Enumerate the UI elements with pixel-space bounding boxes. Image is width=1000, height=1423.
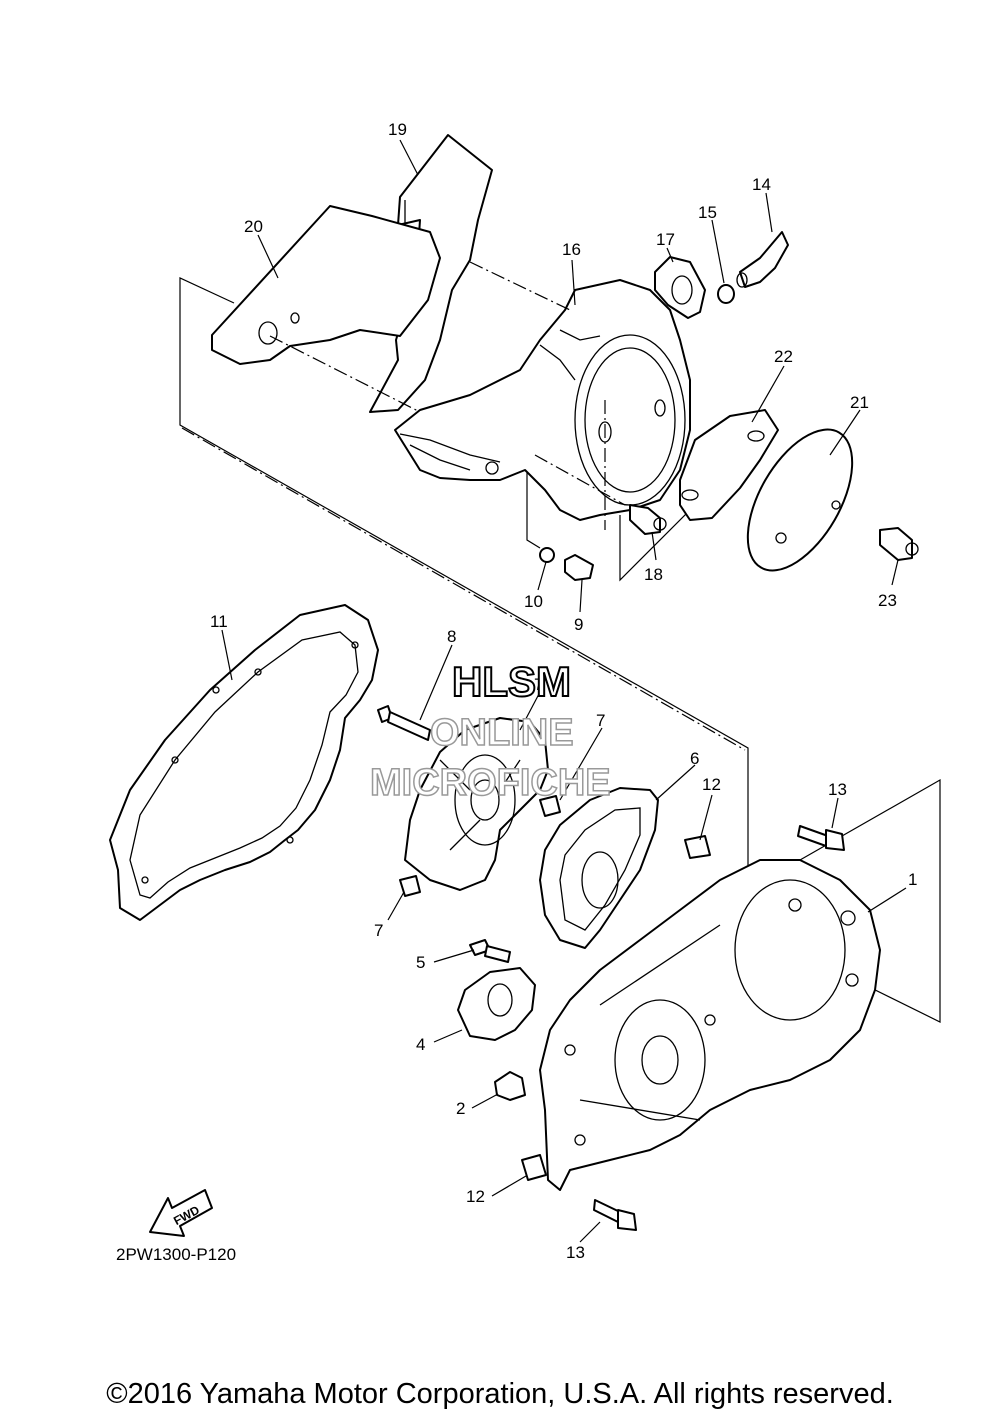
part-1-crankcase-cover[interactable] — [539, 859, 881, 1191]
part-18-screw[interactable] — [629, 504, 667, 535]
part-22-plate[interactable] — [679, 409, 779, 521]
part-3-pump-body[interactable] — [404, 717, 549, 891]
callout-3: 7 — [534, 675, 543, 694]
callout-18: 18 — [644, 565, 663, 584]
callout-13-upper: 13 — [828, 780, 847, 799]
part-9-plug[interactable] — [564, 554, 594, 581]
part-7-dowel-upper[interactable] — [539, 795, 561, 817]
watermark-line-3: MICROFICHE — [370, 762, 611, 804]
watermark: HLSM ONLINE MICROFICHE — [369, 657, 611, 805]
part-7-dowel-lower[interactable] — [399, 875, 421, 897]
watermark-line-2: ONLINE — [430, 712, 574, 754]
part-4-plate[interactable] — [457, 967, 536, 1041]
watermark-line-1: HLSM — [452, 658, 571, 705]
part-12-dowel-lower[interactable] — [521, 1154, 547, 1181]
callout-labels: 19 20 16 17 15 14 22 21 23 18 10 9 11 8 … — [210, 120, 917, 1262]
callout-6: 6 — [690, 749, 699, 768]
callout-16: 16 — [562, 240, 581, 259]
part-14-plug[interactable] — [736, 231, 789, 288]
diagram-code: 2PW1300-P120 — [116, 1245, 237, 1264]
callout-22: 22 — [774, 347, 793, 366]
callout-5: 5 — [416, 953, 425, 972]
callout-4: 4 — [416, 1035, 425, 1054]
callout-10: 10 — [524, 592, 543, 611]
part-13-bolt-lower[interactable] — [593, 1199, 637, 1231]
part-13-bolt-upper[interactable] — [797, 825, 845, 851]
part-17-cap[interactable] — [654, 256, 706, 319]
callout-11: 11 — [210, 612, 228, 631]
part-11-gasket[interactable] — [109, 604, 379, 921]
callout-12-lower: 12 — [466, 1187, 485, 1206]
part-6-gasket[interactable] — [539, 787, 659, 949]
callout-8: 8 — [447, 627, 456, 646]
part-15-o-ring[interactable] — [717, 284, 735, 304]
callout-1: 1 — [908, 870, 917, 889]
callout-13-lower: 13 — [566, 1243, 585, 1262]
part-21-gasket[interactable] — [726, 412, 873, 587]
callout-23: 23 — [878, 591, 897, 610]
callout-7-lower: 7 — [374, 921, 383, 940]
part-10-o-ring[interactable] — [539, 547, 555, 563]
part-5-bolt[interactable] — [469, 939, 511, 963]
part-2-plug[interactable] — [494, 1071, 526, 1101]
callout-14: 14 — [752, 175, 771, 194]
callout-20: 20 — [244, 217, 263, 236]
part-12-dowel-upper[interactable] — [684, 835, 711, 859]
callout-17: 17 — [656, 230, 675, 249]
copyright-notice: ©2016 Yamaha Motor Corporation, U.S.A. A… — [106, 1378, 894, 1410]
callout-12-upper: 12 — [702, 775, 721, 794]
callout-9: 9 — [574, 615, 583, 634]
callout-19: 19 — [388, 120, 407, 139]
part-8-bolt[interactable] — [377, 705, 431, 741]
part-23-screw[interactable] — [879, 527, 919, 561]
fwd-arrow-icon: FWD — [149, 1189, 213, 1237]
assembly-bracket-lines — [179, 277, 941, 1065]
callout-2: 2 — [456, 1099, 465, 1118]
callout-15: 15 — [698, 203, 717, 222]
callout-7-upper: 7 — [596, 711, 605, 730]
leader-lines — [221, 139, 907, 1243]
callout-21: 21 — [850, 393, 869, 412]
part-20-heat-shield[interactable] — [211, 205, 441, 413]
